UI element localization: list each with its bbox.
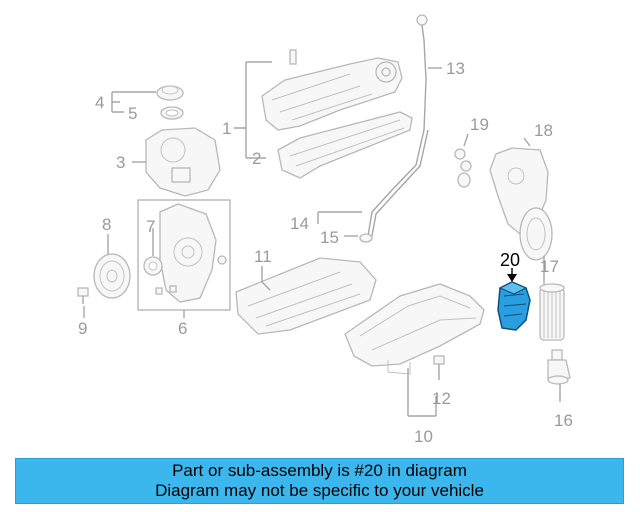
callout-15: 15 [320, 228, 339, 247]
oil-pan-part [344, 283, 485, 375]
dipstick-part [416, 14, 428, 131]
oil-pressure-sensor-part [547, 349, 571, 385]
oil-baffle-part [235, 257, 377, 335]
housing-seals-part [454, 148, 472, 188]
valve-cover-part [261, 49, 403, 131]
callout-10: 10 [414, 427, 433, 446]
callout-6: 6 [178, 319, 187, 338]
callout-11: 11 [254, 247, 272, 266]
callout-13: 13 [446, 59, 465, 78]
callout-5: 5 [128, 104, 137, 123]
callout-14: 14 [290, 214, 309, 233]
lower-timing-cover-part [159, 203, 217, 303]
callout-3: 3 [116, 153, 125, 172]
drain-plug-part [433, 355, 445, 380]
callout-17: 17 [540, 257, 559, 276]
oil-filler-cap-part [156, 85, 184, 101]
parts-diagram: 1 2 4 5 3 7 6 8 [77, 14, 573, 446]
banner-line-1: Part or sub-assembly is #20 in diagram [172, 461, 467, 480]
dipstick-tube-part [367, 129, 429, 237]
banner-line-2: Diagram may not be specific to your vehi… [155, 481, 484, 500]
callout-18: 18 [534, 121, 553, 140]
timing-cover-upper-part [145, 127, 221, 197]
oil-filter-housing-part [489, 147, 553, 261]
info-banner: Part or sub-assembly is #20 in diagram D… [15, 458, 624, 504]
crank-pulley-part [93, 253, 131, 299]
callout-8: 8 [102, 215, 111, 234]
valve-cover-gasket-part [277, 111, 413, 179]
callout-9: 9 [78, 319, 87, 338]
highlighted-part-20 [497, 281, 531, 331]
callout-16: 16 [554, 411, 573, 430]
callout-2: 2 [252, 149, 261, 168]
o-ring-small-part [359, 233, 373, 243]
callout-4: 4 [95, 93, 104, 112]
crank-seal-part [143, 256, 163, 276]
pulley-bolt-part [77, 287, 89, 304]
oil-filter-element-part [539, 283, 565, 341]
callout-7: 7 [146, 217, 155, 236]
callout-19: 19 [470, 115, 489, 134]
callout-12: 12 [432, 389, 451, 408]
callout-1: 1 [222, 119, 231, 138]
callout-20: 20 [500, 250, 520, 270]
o-ring-part [160, 106, 184, 120]
